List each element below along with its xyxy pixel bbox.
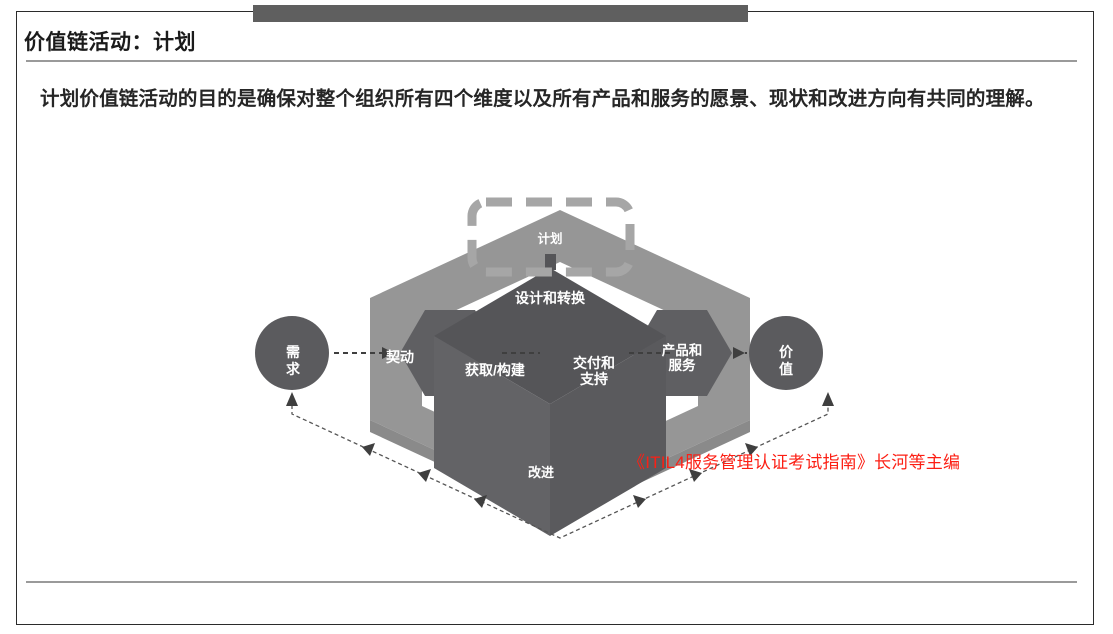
- plan-highlight-box: [467, 197, 635, 277]
- title-divider: [26, 60, 1077, 62]
- node-value[interactable]: [749, 316, 823, 390]
- page-title: 价值链活动：计划: [24, 31, 196, 54]
- service-value-chain-diagram: 计划 设计和转换 获取/构建 交付和 支持 契动 产品和 服务 改进 需 求 价…: [250, 170, 870, 570]
- improve-loop-arrowheads: [286, 392, 834, 508]
- cube-stem: [545, 254, 556, 270]
- node-demand[interactable]: [255, 316, 329, 390]
- cube-right-face: [550, 336, 666, 536]
- header-accent-bar: [253, 5, 748, 22]
- source-credit-watermark: 《ITIL4服务管理认证考试指南》长河等主编: [628, 453, 961, 472]
- node-central-cube[interactable]: [434, 254, 666, 536]
- improve-feedback-loop: [291, 398, 829, 539]
- cube-left-face: [434, 336, 550, 536]
- footer-divider: [26, 581, 1077, 583]
- diagram-svg: [255, 197, 834, 539]
- slide-subtitle: 计划价值链活动的目的是确保对整个组织所有四个维度以及所有产品和服务的愿景、现状和…: [40, 88, 1045, 110]
